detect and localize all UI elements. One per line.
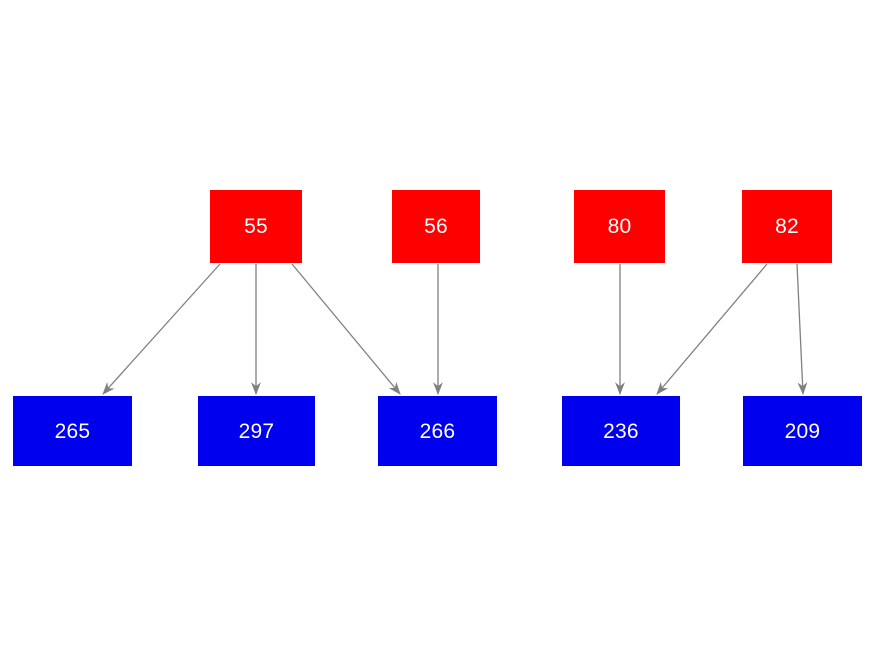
node-82[interactable]: 82 (742, 190, 832, 263)
node-265[interactable]: 265 (13, 396, 132, 466)
node-56[interactable]: 56 (392, 190, 480, 263)
node-label: 82 (775, 215, 799, 238)
edge-82-to-209 (796, 263, 808, 396)
node-209[interactable]: 209 (743, 396, 862, 466)
node-55[interactable]: 55 (210, 190, 302, 263)
node-label: 55 (244, 215, 268, 238)
edge-55-to-266 (291, 263, 401, 395)
node-266[interactable]: 266 (378, 396, 497, 466)
node-label: 236 (603, 419, 639, 443)
edge-82-to-236 (656, 263, 768, 395)
edges-group (102, 263, 808, 396)
node-80[interactable]: 80 (574, 190, 665, 263)
edge-55-to-265 (102, 263, 221, 395)
node-label: 265 (54, 419, 91, 443)
node-label: 297 (238, 419, 275, 443)
node-label: 209 (784, 419, 821, 443)
node-236[interactable]: 236 (562, 396, 680, 466)
node-label: 266 (419, 419, 456, 443)
node-297[interactable]: 297 (198, 396, 315, 466)
node-label: 56 (424, 215, 448, 238)
node-label: 80 (607, 215, 632, 238)
